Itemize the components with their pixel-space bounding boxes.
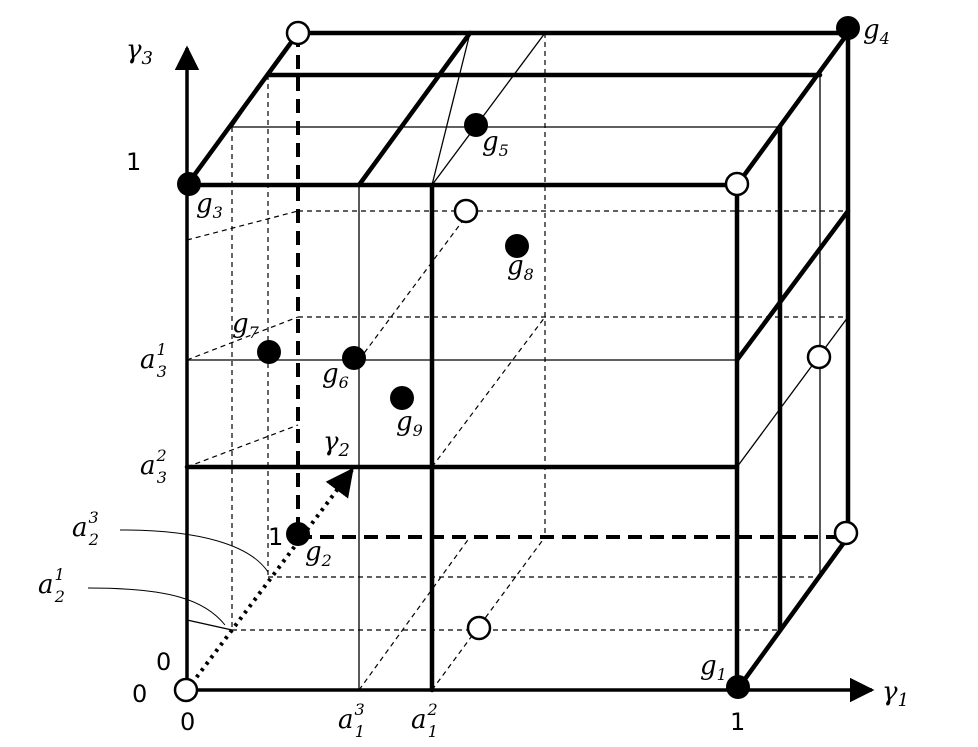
label-g8: g8 (507, 251, 534, 284)
open-circle (806, 344, 832, 370)
point-g5 (464, 113, 488, 137)
tick-origin-y: 0 (156, 648, 171, 676)
tick-x-one: 1 (730, 708, 745, 736)
axes (174, 45, 875, 703)
open-circle (453, 198, 479, 224)
open-circle (724, 171, 750, 197)
point-g9 (390, 386, 414, 410)
label-g7: g7 (232, 309, 260, 342)
tick-z-one: 1 (126, 148, 141, 176)
tick-origin-z: 0 (132, 680, 147, 708)
leader-lines (87, 529, 269, 626)
tick-y-one: 1 (268, 523, 283, 551)
thin-grid-lines (186, 32, 849, 690)
open-circles (173, 20, 859, 703)
point-g1 (726, 675, 750, 699)
point-g8 (505, 234, 529, 258)
gamma2-label: γ2 (323, 427, 350, 461)
point-g7 (257, 340, 281, 364)
filled-points (177, 16, 860, 699)
label-g5: g5 (482, 127, 509, 160)
open-circle (833, 520, 859, 546)
point-labels: g1 g2 g3 g4 g5 g6 g7 g8 g9 (196, 15, 890, 684)
gamma3-label: γ3 (126, 35, 153, 69)
label-g6: g6 (322, 359, 349, 392)
point-g3 (177, 172, 201, 196)
origin-circle (173, 677, 199, 703)
gamma2-axis (185, 467, 354, 692)
hidden-lines (186, 33, 848, 691)
label-g1: g1 (700, 651, 727, 684)
thick-dashed-lines (296, 33, 848, 539)
label-g4: g4 (863, 15, 890, 48)
open-circle (466, 615, 492, 641)
point-g4 (836, 16, 860, 40)
open-circle (285, 20, 311, 46)
label-g3: g3 (196, 189, 223, 222)
label-g2: g2 (305, 537, 332, 570)
label-g9: g9 (396, 407, 423, 440)
point-g6 (342, 346, 366, 370)
thick-frame-lines (184, 30, 851, 693)
gamma1-label: γ1 (882, 677, 909, 711)
point-g2 (286, 522, 310, 546)
tick-origin-x: 0 (180, 708, 195, 736)
